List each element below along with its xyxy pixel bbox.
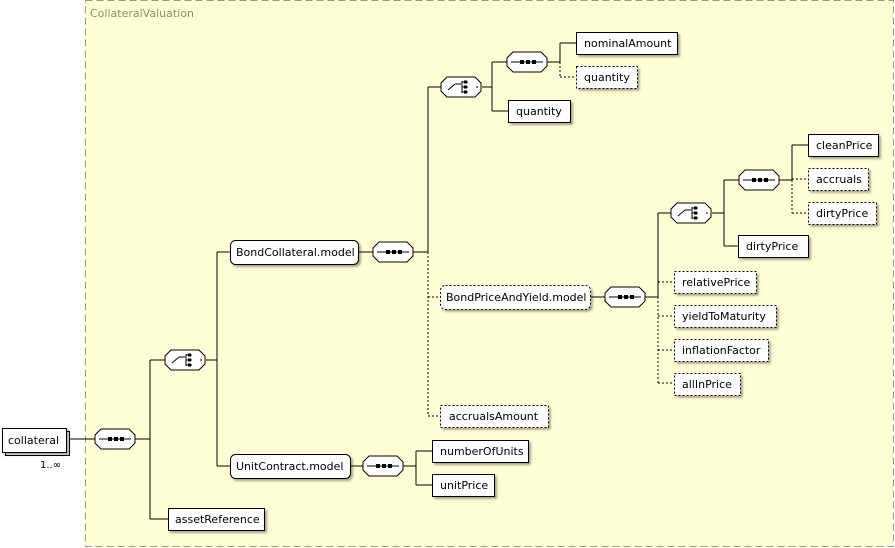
element-label: dirtyPrice bbox=[746, 240, 798, 253]
group-title: CollateralValuation bbox=[90, 7, 194, 20]
element-label: accrualsAmount bbox=[449, 410, 539, 423]
element-clean-price[interactable]: cleanPrice bbox=[808, 134, 879, 157]
element-yield-to-maturity-optional[interactable]: yieldToMaturity bbox=[674, 305, 777, 328]
optional-connector-lines bbox=[427, 62, 576, 417]
multiplicity-label: 1..∞ bbox=[40, 460, 61, 471]
element-asset-reference[interactable]: assetReference bbox=[168, 508, 265, 531]
element-label: quantity bbox=[584, 71, 630, 84]
optional-connector-lines-2 bbox=[657, 178, 808, 384]
element-collateral[interactable]: collateral bbox=[2, 428, 70, 456]
element-quantity[interactable]: quantity bbox=[508, 100, 571, 123]
element-quantity-optional[interactable]: quantity bbox=[576, 66, 638, 89]
connector-lines-2 bbox=[350, 144, 808, 486]
element-label: collateral bbox=[8, 434, 59, 447]
element-label: UnitContract.model bbox=[236, 460, 343, 473]
group-frame bbox=[85, 0, 894, 547]
element-label: BondCollateral.model bbox=[236, 246, 355, 259]
element-dirty-price-optional[interactable]: dirtyPrice bbox=[808, 202, 877, 225]
element-label: unitPrice bbox=[440, 479, 488, 492]
sequence-icon[interactable] bbox=[372, 241, 414, 263]
element-nominal-amount[interactable]: nominalAmount bbox=[576, 32, 678, 55]
connector-lines bbox=[70, 42, 576, 520]
sequence-icon[interactable] bbox=[506, 51, 548, 73]
choice-icon[interactable] bbox=[440, 76, 482, 98]
element-label: BondPriceAndYield.model bbox=[446, 291, 586, 304]
element-bond-price-and-yield-model[interactable]: BondPriceAndYield.model bbox=[440, 285, 591, 310]
element-label: inflationFactor bbox=[682, 344, 761, 357]
element-unit-contract-model[interactable]: UnitContract.model bbox=[230, 454, 351, 479]
sequence-icon[interactable] bbox=[94, 428, 136, 450]
element-bond-collateral-model[interactable]: BondCollateral.model bbox=[230, 240, 359, 265]
element-label: assetReference bbox=[175, 513, 260, 526]
element-label: dirtyPrice bbox=[816, 207, 868, 220]
sequence-icon[interactable] bbox=[604, 286, 646, 308]
choice-icon[interactable] bbox=[164, 349, 206, 371]
element-label: nominalAmount bbox=[584, 37, 672, 50]
choice-icon[interactable] bbox=[670, 202, 712, 224]
element-inflation-factor-optional[interactable]: inflationFactor bbox=[674, 339, 769, 362]
element-accruals-amount-optional[interactable]: accrualsAmount bbox=[440, 405, 549, 428]
element-label: yieldToMaturity bbox=[682, 310, 766, 323]
element-relative-price-optional[interactable]: relativePrice bbox=[674, 271, 757, 294]
element-label: cleanPrice bbox=[816, 139, 873, 152]
element-label: allInPrice bbox=[682, 378, 732, 391]
sequence-icon[interactable] bbox=[738, 169, 780, 191]
element-dirty-price[interactable]: dirtyPrice bbox=[738, 235, 809, 258]
element-accruals-optional[interactable]: accruals bbox=[808, 168, 869, 191]
element-number-of-units[interactable]: numberOfUnits bbox=[432, 440, 529, 463]
element-all-in-price-optional[interactable]: allInPrice bbox=[674, 373, 741, 396]
element-label: relativePrice bbox=[682, 276, 751, 289]
element-label: accruals bbox=[816, 173, 862, 186]
element-label: numberOfUnits bbox=[440, 445, 524, 458]
element-label: quantity bbox=[516, 105, 562, 118]
group-collateral-valuation: CollateralValuation bbox=[85, 0, 894, 547]
sequence-icon[interactable] bbox=[362, 455, 404, 477]
element-unit-price[interactable]: unitPrice bbox=[432, 474, 495, 497]
